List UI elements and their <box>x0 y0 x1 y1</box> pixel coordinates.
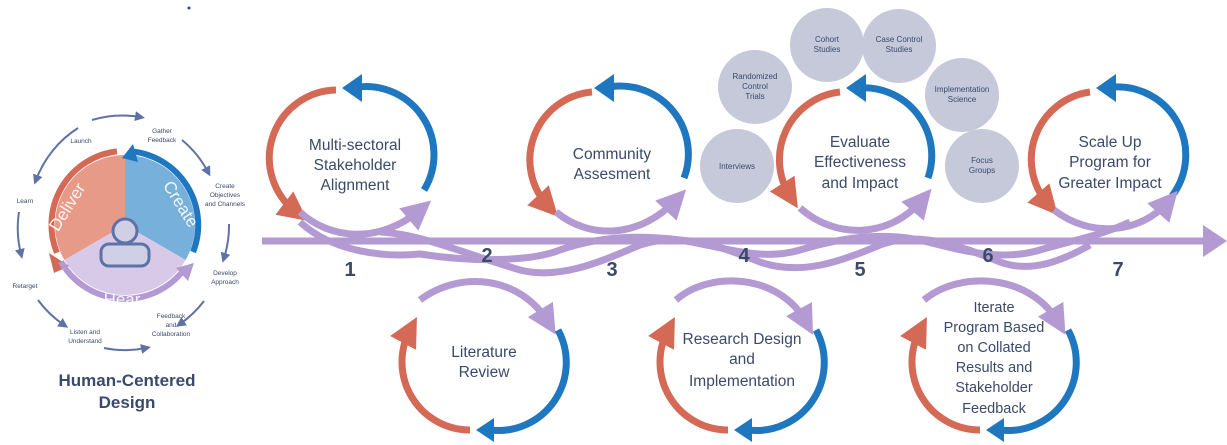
step-5-number: 5 <box>854 259 865 281</box>
hcd-stray-dot <box>187 6 191 10</box>
create-segment <box>125 155 195 260</box>
step-6-purple-arc <box>921 277 1066 335</box>
step-3-purple-arc <box>553 189 687 235</box>
step-2-purple-arc <box>417 278 556 335</box>
create-arc <box>129 148 202 254</box>
main-arrowhead <box>1203 225 1227 257</box>
learn-label: Learn <box>17 198 34 205</box>
step-4-purple-arc <box>673 277 814 335</box>
step-5-red-arc <box>769 88 841 209</box>
step-5-purple-arc <box>797 188 932 234</box>
step-2-blue-head <box>476 418 494 442</box>
step-7-red-arc <box>1027 88 1091 216</box>
hear-arrowhead <box>176 263 194 281</box>
step-4-blue-arc <box>747 328 828 434</box>
timeline-arrow <box>262 218 1227 277</box>
step-5-blue-arc <box>857 84 936 180</box>
step-2-blue-arc <box>489 328 570 434</box>
cycle-arrows <box>14 111 231 354</box>
launch-label: Launch <box>70 138 92 145</box>
step-7-blue-head <box>1096 74 1116 102</box>
step-1-purple-arc <box>297 200 432 238</box>
step-1-blue-arc <box>351 83 438 192</box>
create-arrowhead <box>122 144 138 162</box>
step-6-red-arc <box>900 317 981 434</box>
step-7-purple-arc <box>1051 190 1178 233</box>
step-5-blue-head <box>846 74 866 102</box>
step-6-blue-head <box>986 418 1004 442</box>
deliver-arc <box>48 148 118 254</box>
step-2-red-arc <box>390 317 471 434</box>
step-3-blue-head <box>594 74 614 102</box>
retarget-label: Retarget <box>13 283 38 290</box>
step-2-number: 2 <box>481 245 492 267</box>
step-3-loop <box>526 74 692 235</box>
step-3-number: 3 <box>606 259 617 281</box>
step-4-loop <box>648 277 828 442</box>
weave-line-b <box>379 228 1092 277</box>
deliver-segment <box>55 155 125 260</box>
step-1-number: 1 <box>344 259 355 281</box>
step-4-number: 4 <box>738 245 750 267</box>
bubble-case-control <box>862 9 936 83</box>
step-4-red-arc <box>648 317 729 434</box>
bubble-cohort <box>790 8 864 82</box>
step-4-blue-head <box>734 418 752 442</box>
step-6-loop <box>900 277 1080 442</box>
step-1-loop <box>265 74 438 238</box>
step-2-loop <box>390 278 570 442</box>
hear-segment-label: Hear <box>104 290 141 309</box>
step-loops <box>265 74 1190 442</box>
hear-arc <box>58 260 184 302</box>
step-3-red-arc <box>526 88 593 217</box>
person-icon <box>99 217 151 268</box>
step-7-blue-arc <box>1105 83 1190 199</box>
step-7-number: 7 <box>1112 259 1123 281</box>
step-3-blue-arc <box>603 82 692 180</box>
bubble-focus-groups <box>945 129 1019 203</box>
bubble-implementation-science <box>925 58 999 132</box>
step-6-number: 6 <box>982 245 993 267</box>
step-5-loop <box>769 74 936 234</box>
step-7-loop <box>1027 74 1190 233</box>
bubble-interviews-label: Interviews <box>719 162 755 171</box>
bubble-randomized <box>718 50 792 124</box>
step-6-blue-arc <box>999 328 1080 434</box>
bubble-interviews <box>700 129 774 203</box>
step-1-red-arc <box>265 86 337 221</box>
step-1-blue-head <box>342 74 362 102</box>
